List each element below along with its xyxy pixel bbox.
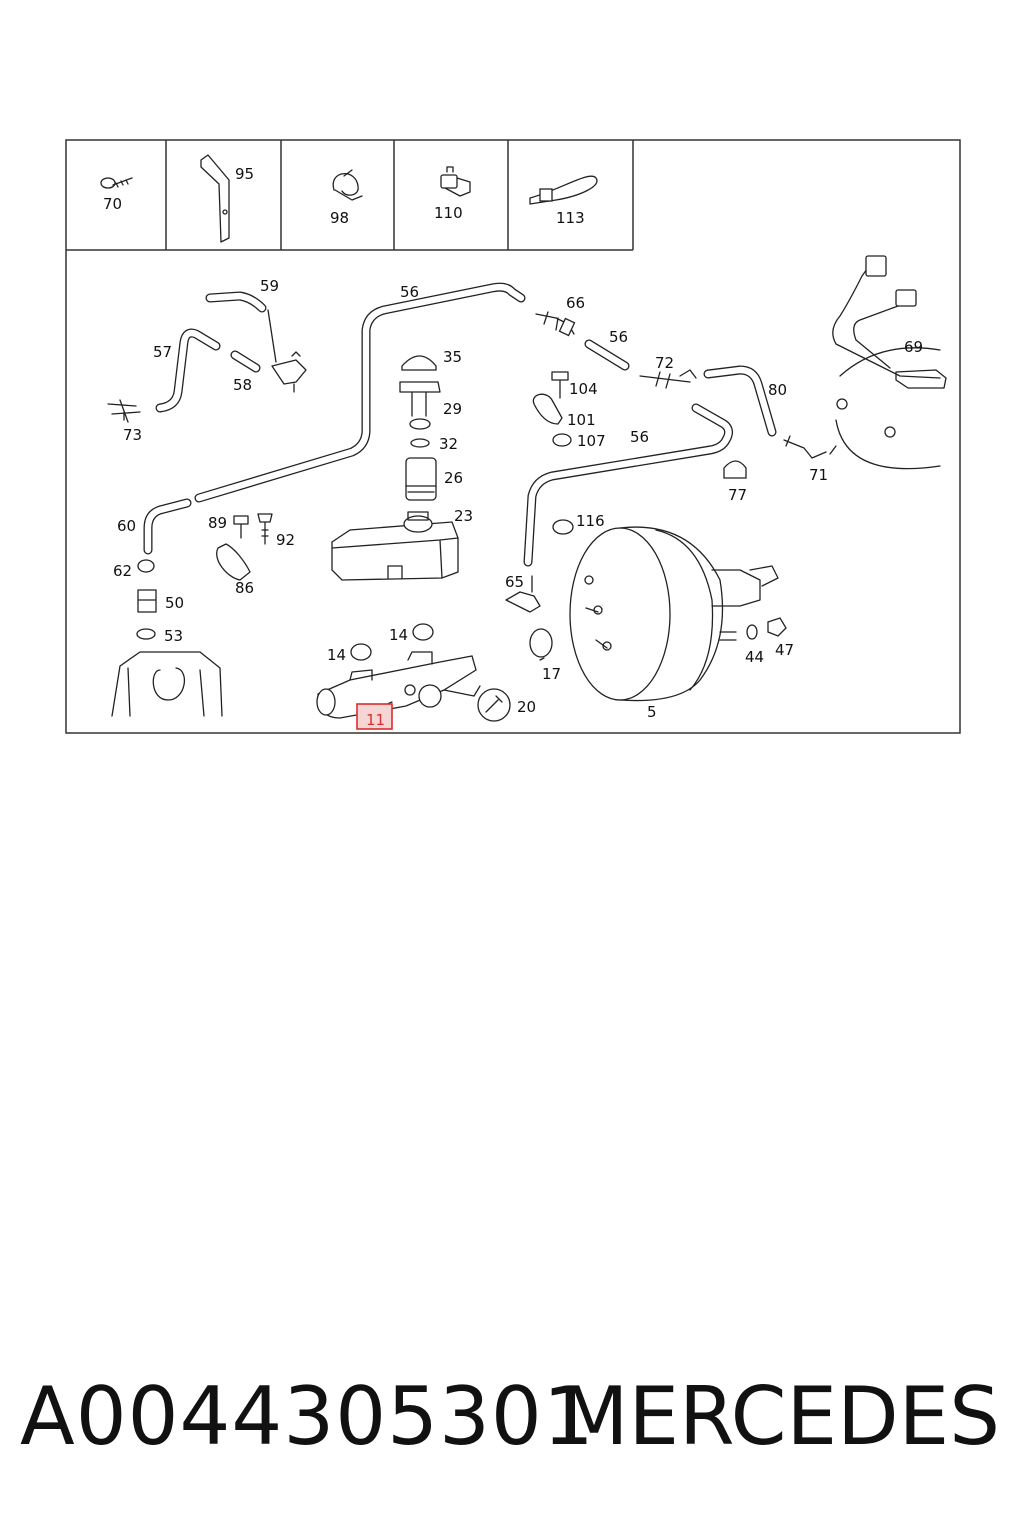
callout-50: 50 (165, 594, 184, 612)
vacuum-pump-drawing (111, 651, 223, 717)
callout-60: 60 (117, 517, 136, 535)
callout-70: 70 (103, 195, 122, 213)
small-hardware-drawing (136, 371, 787, 661)
callout-56-top: 56 (400, 283, 419, 301)
leader-lines (267, 309, 545, 717)
master-cylinder-drawing (316, 628, 553, 722)
footer: A0044305301 MERCEDES (0, 1370, 1024, 1480)
cable-tie-113-drawing (529, 175, 598, 205)
callout-101: 101 (567, 411, 596, 429)
callout-92: 92 (276, 531, 295, 549)
diagram-frame (65, 139, 961, 734)
callout-80: 80 (768, 381, 787, 399)
callout-72: 72 (655, 354, 674, 372)
callout-66: 66 (566, 294, 585, 312)
callout-56-low: 56 (630, 428, 649, 446)
callout-107: 107 (577, 432, 606, 450)
callout-110: 110 (434, 204, 463, 222)
bracket-95-drawing (200, 154, 230, 243)
fittings-drawing (107, 311, 837, 613)
callout-73: 73 (123, 426, 142, 444)
callout-95: 95 (235, 165, 254, 183)
callout-29: 29 (443, 400, 462, 418)
clamp-98-drawing (332, 169, 363, 201)
callout-113: 113 (556, 209, 585, 227)
callout-labels: 70 95 98 110 113 59 56 66 57 58 35 56 72… (103, 165, 923, 729)
callout-47: 47 (775, 641, 794, 659)
screw-70-drawing (100, 177, 133, 189)
brand-name: MERCEDES (559, 1370, 1000, 1463)
clip-110-drawing (440, 166, 471, 197)
callout-69: 69 (904, 338, 923, 356)
vacuum-hoses-drawing (143, 282, 777, 567)
part-number: A0044305301 (20, 1370, 595, 1463)
callout-59: 59 (260, 277, 279, 295)
callout-86: 86 (235, 579, 254, 597)
callout-44: 44 (745, 648, 764, 666)
callout-62: 62 (113, 562, 132, 580)
highlight-box-11 (356, 703, 393, 730)
callout-32: 32 (439, 435, 458, 453)
callout-14-left: 14 (327, 646, 346, 664)
harness-69-drawing (832, 255, 947, 470)
callout-65: 65 (505, 573, 524, 591)
callout-104: 104 (569, 380, 598, 398)
parts-diagram: 70 95 98 110 113 59 56 66 57 58 35 56 72… (65, 139, 961, 734)
reservoir-assembly-drawing (331, 355, 459, 581)
callout-20: 20 (517, 698, 536, 716)
callout-77: 77 (728, 486, 747, 504)
callout-58: 58 (233, 376, 252, 394)
callout-17: 17 (542, 665, 561, 683)
callout-116: 116 (576, 512, 605, 530)
callout-35: 35 (443, 348, 462, 366)
callout-71: 71 (809, 466, 828, 484)
callout-5: 5 (647, 703, 657, 721)
callout-26: 26 (444, 469, 463, 487)
callout-14-right: 14 (389, 626, 408, 644)
callout-11: 11 (366, 711, 385, 729)
callout-56-mid: 56 (609, 328, 628, 346)
callout-57: 57 (153, 343, 172, 361)
callout-98: 98 (330, 209, 349, 227)
brake-booster-drawing (569, 526, 779, 702)
callout-89: 89 (208, 514, 227, 532)
callout-23: 23 (454, 507, 473, 525)
callout-53: 53 (164, 627, 183, 645)
